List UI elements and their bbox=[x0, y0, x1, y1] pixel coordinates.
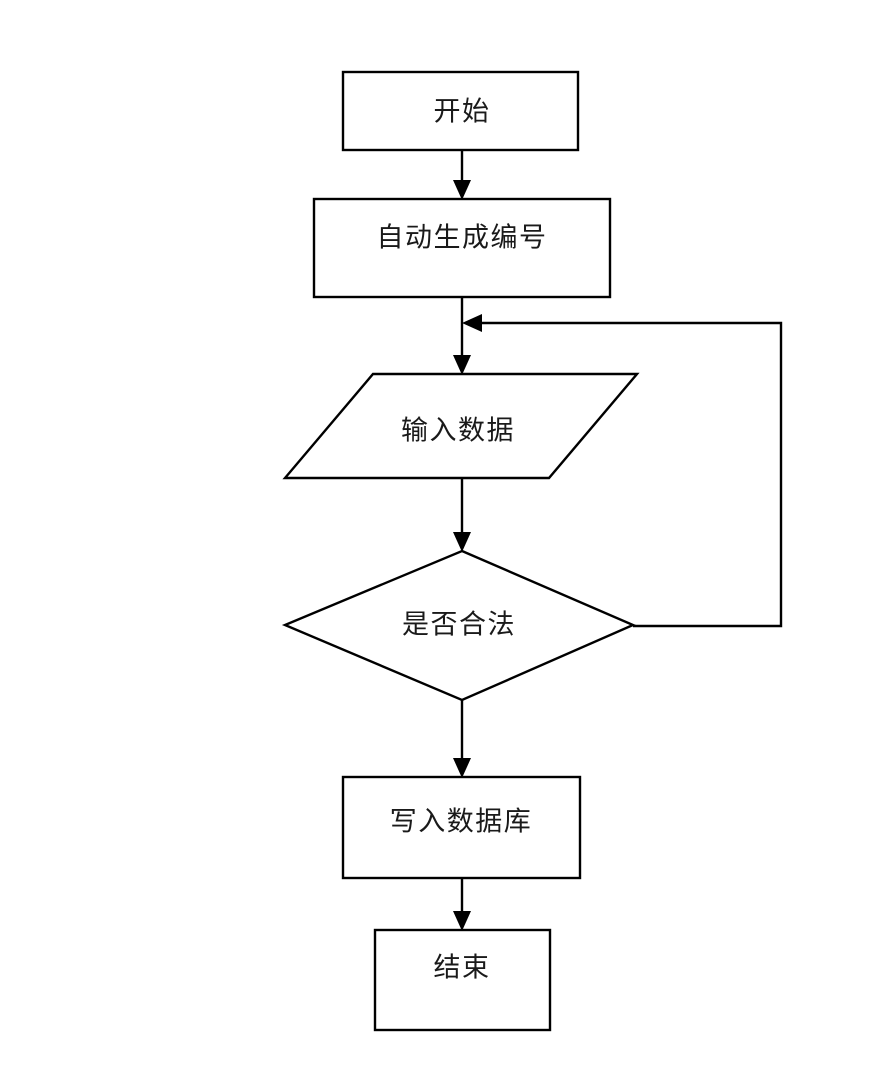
edge-input-data-to-is-valid bbox=[453, 478, 471, 552]
arrow-head-icon bbox=[453, 180, 471, 200]
node-shape-start[interactable] bbox=[341, 70, 580, 152]
node-shape-end[interactable] bbox=[373, 928, 552, 1032]
edge-start-to-auto-number bbox=[453, 150, 471, 200]
arrow-head-icon bbox=[462, 314, 482, 332]
node-shape-write-db[interactable] bbox=[341, 775, 582, 880]
node-shape-auto-number[interactable] bbox=[312, 197, 612, 299]
edge-is-valid-to-write-db bbox=[453, 700, 471, 778]
arrow-head-icon bbox=[453, 532, 471, 552]
arrow-head-icon bbox=[453, 355, 471, 375]
node-shape-input-data[interactable] bbox=[282, 372, 640, 480]
edge-auto-number-to-input-data bbox=[453, 297, 471, 375]
node-shape-is-valid[interactable] bbox=[281, 549, 637, 702]
arrow-head-icon bbox=[453, 758, 471, 778]
edge-is-valid-loopback-to-input-data bbox=[462, 314, 783, 628]
arrow-head-icon bbox=[453, 911, 471, 931]
edge-write-db-to-end bbox=[453, 878, 471, 931]
